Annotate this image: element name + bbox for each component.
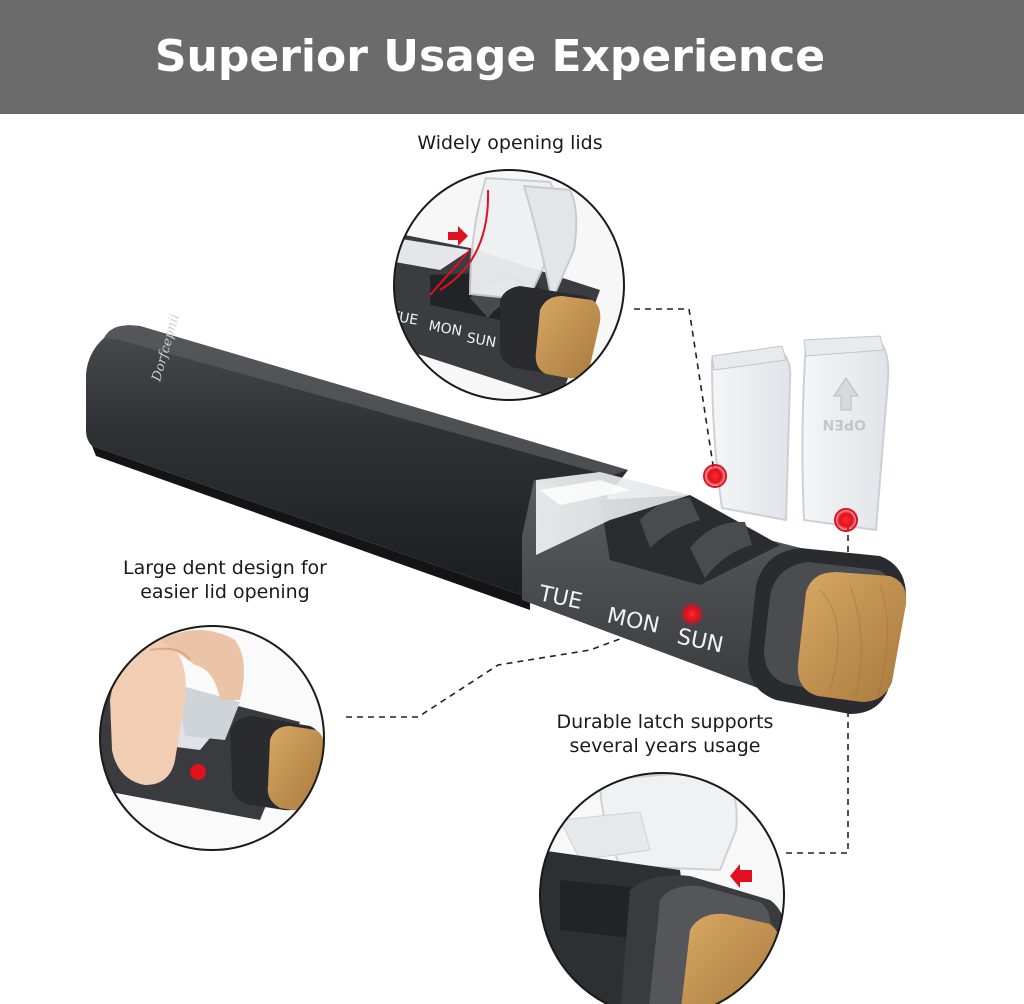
detail-circle-lids: TUE MON SUN — [393, 169, 625, 401]
connector-top — [634, 308, 716, 479]
caption-large-dent-line1: Large dent design for — [123, 557, 327, 579]
open-lid-mon — [710, 348, 792, 522]
arrow-right-icon — [448, 226, 468, 246]
open-lid-sun — [801, 338, 890, 532]
hand-icon — [110, 630, 244, 785]
top-day-label-sun: SUN — [465, 330, 497, 351]
arrow-up-icon — [833, 377, 859, 411]
caption-large-dent-line2: easier lid opening — [140, 581, 310, 603]
highlight-dot-dent-detail — [190, 764, 206, 780]
highlight-dot-latch — [834, 508, 858, 532]
page-title: Superior Usage Experience — [154, 31, 826, 82]
caption-durable-latch-line1: Durable latch supports — [556, 711, 774, 733]
connector-left — [346, 612, 691, 718]
caption-widely-opening-lids: Widely opening lids — [417, 132, 603, 154]
detail-circle-dent — [99, 625, 325, 851]
caption-durable-latch-line2: several years usage — [569, 735, 761, 757]
lid-marking: OPEN — [823, 416, 866, 432]
main-pill-case: Dorfcepnii TUE MON SUN OPEN — [86, 312, 907, 714]
arrow-left-icon — [730, 864, 752, 888]
header-banner: Superior Usage Experience — [0, 0, 1024, 114]
bamboo-lid — [797, 572, 907, 702]
detail-circle-latch — [539, 772, 785, 1004]
highlight-dot-dent — [680, 602, 704, 626]
top-day-label-mon: MON — [427, 318, 463, 340]
case-sleeve — [86, 325, 628, 598]
highlight-dot-lid — [703, 464, 727, 488]
